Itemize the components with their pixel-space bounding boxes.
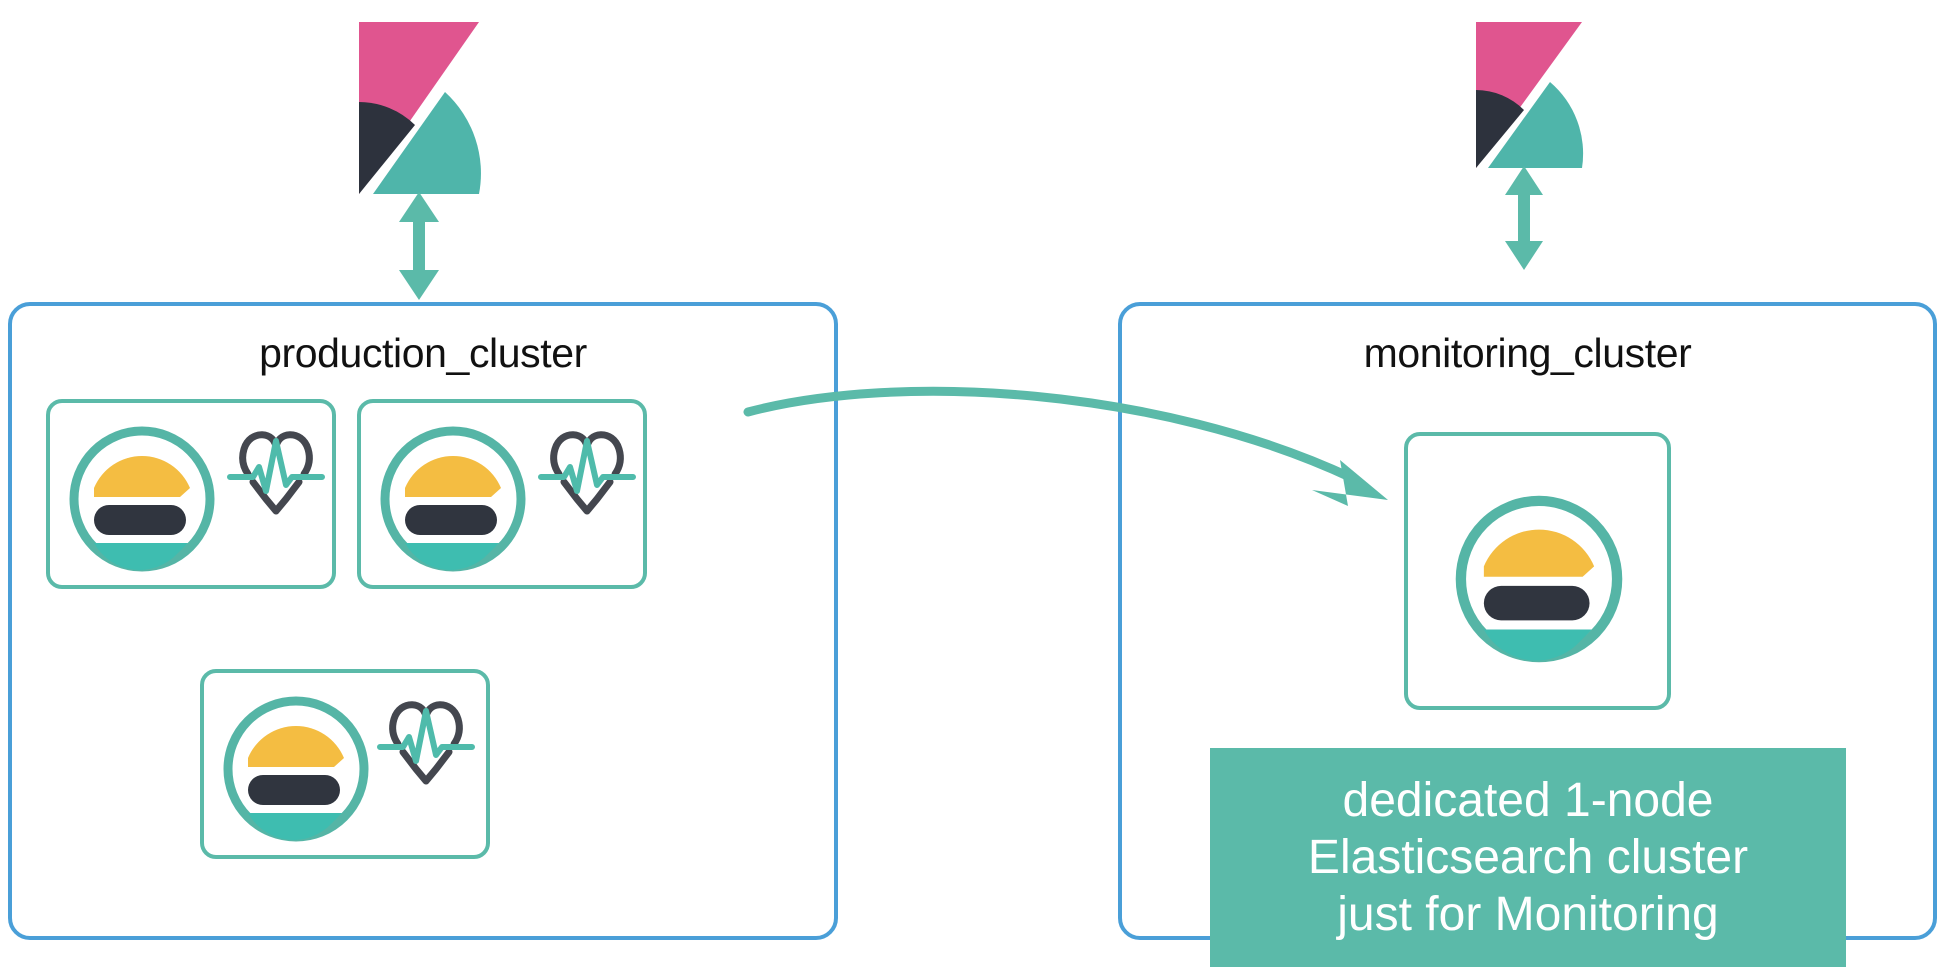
callout-line-3: just for Monitoring [1337,888,1719,941]
elasticsearch-logo-icon [222,695,370,843]
monitoring-callout-box: dedicated 1-node Elasticsearch cluster j… [1210,748,1846,967]
production-node-1[interactable] [46,399,336,589]
production-node-3[interactable] [200,669,490,859]
elasticsearch-logo-icon [1454,494,1624,664]
callout-line-1: dedicated 1-node [1342,774,1714,827]
callout-line-2: Elasticsearch cluster [1307,831,1749,884]
monitoring-cluster-title: monitoring_cluster [1363,330,1692,376]
monitoring-node-1[interactable] [1404,432,1671,710]
production-cluster-box[interactable]: production_cluster [8,302,838,940]
heartbeat-health-icon [376,689,476,789]
heartbeat-health-icon [537,419,637,519]
production-cluster-title: production_cluster [259,330,587,376]
kibana-logo-production [353,20,483,196]
production-node-2[interactable] [357,399,647,589]
heartbeat-health-icon [226,419,326,519]
kibana-monitoring-link-arrow [1500,166,1548,270]
elasticsearch-logo-icon [68,425,216,573]
elasticsearch-logo-icon [379,425,527,573]
kibana-production-link-arrow [395,192,443,300]
kibana-logo-monitoring [1470,20,1586,170]
monitoring-cluster-box[interactable]: monitoring_cluster [1118,302,1937,940]
